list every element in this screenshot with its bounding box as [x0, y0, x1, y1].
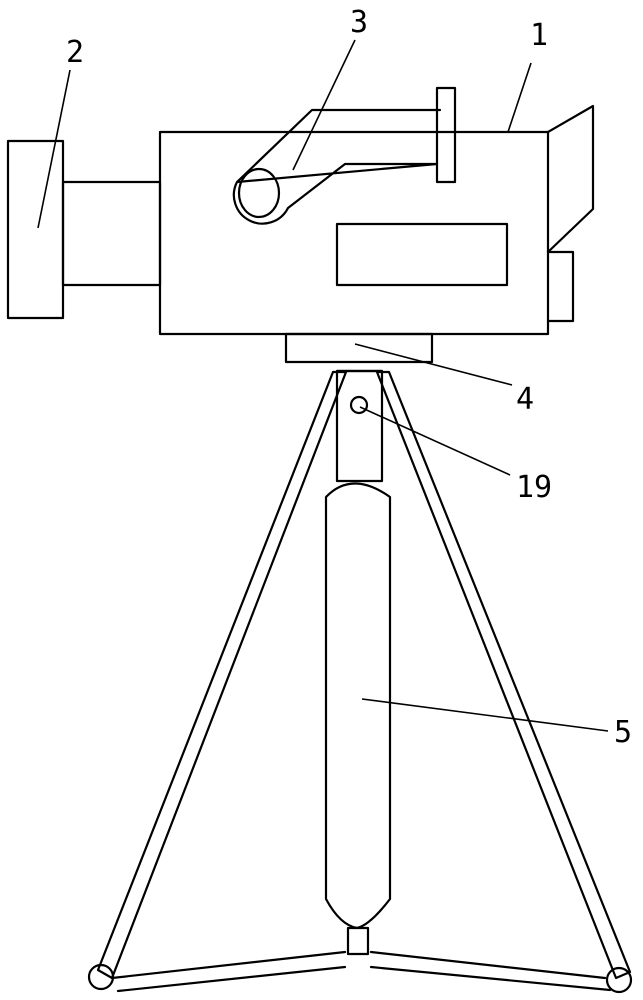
- left-foot: [87, 963, 115, 991]
- leader-5: [361, 698, 609, 732]
- label-support-column: 5: [614, 715, 632, 750]
- rear-battery: [546, 250, 575, 323]
- handle: [232, 86, 457, 225]
- right-leg: [375, 370, 632, 980]
- leader-19: [359, 406, 511, 476]
- leader-1: [507, 62, 532, 133]
- label-lens: 2: [66, 35, 84, 70]
- handle-grip-ring: [237, 167, 281, 219]
- lens-cap: [6, 139, 65, 320]
- label-handle: 3: [350, 5, 368, 40]
- handle-outline: [232, 108, 442, 225]
- column-foot: [346, 926, 370, 956]
- support-column: [324, 482, 392, 930]
- leader-4: [354, 343, 513, 386]
- label-pivot: 19: [516, 470, 552, 505]
- upper-post: [335, 369, 384, 483]
- handle-flange: [435, 86, 457, 184]
- leader-lines: [37, 39, 609, 732]
- camera-body: [158, 104, 595, 336]
- post-shaft: [335, 369, 384, 483]
- lens: [6, 139, 162, 320]
- base-brace-left: [110, 950, 347, 993]
- right-foot: [605, 966, 633, 994]
- leader-3: [292, 39, 356, 171]
- left-leg: [96, 370, 348, 980]
- rear-hood: [546, 104, 595, 254]
- base-brace-right: [369, 950, 612, 992]
- pivot-pin: [349, 395, 369, 415]
- display-window: [335, 222, 509, 287]
- body-housing: [158, 130, 550, 336]
- lens-barrel: [61, 180, 162, 287]
- leader-2: [37, 69, 71, 229]
- label-mount: 4: [516, 382, 534, 417]
- tripod-legs: [87, 370, 633, 994]
- mount-plate: [284, 332, 434, 364]
- label-camera-body: 1: [530, 18, 548, 53]
